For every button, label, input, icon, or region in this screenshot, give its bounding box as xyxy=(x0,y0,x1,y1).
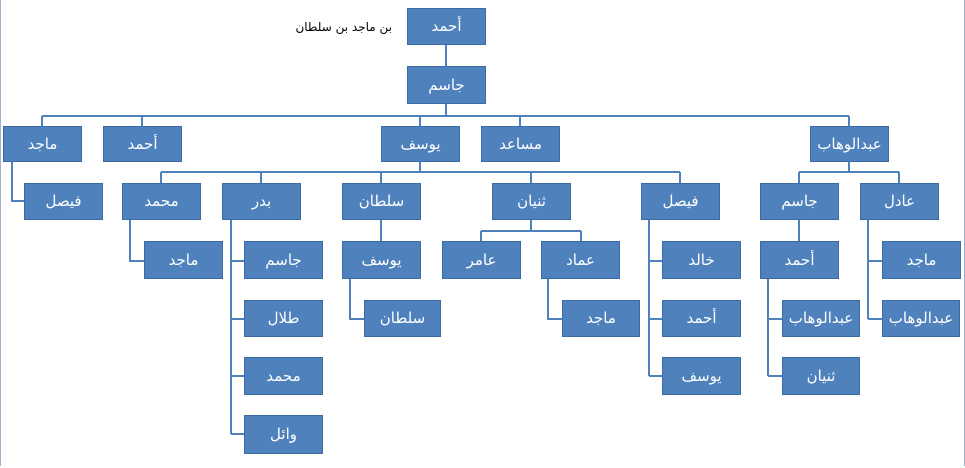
node-abdulwahab-ad[interactable]: عبدالوهاب xyxy=(882,300,960,337)
node-thunayan-aj[interactable]: ثنيان xyxy=(782,357,860,395)
node-mohammed-b[interactable]: محمد xyxy=(244,357,323,395)
connector-emad-majid xyxy=(547,279,562,320)
node-majid-e[interactable]: ماجد xyxy=(562,300,640,337)
node-faisal-y[interactable]: فيصل xyxy=(641,183,720,220)
node-abdulwahab-l1[interactable]: عبدالوهاب xyxy=(810,126,889,162)
node-badr[interactable]: بدر xyxy=(222,183,301,220)
node-talal[interactable]: طلال xyxy=(244,300,323,337)
node-musaid[interactable]: مساعد xyxy=(481,126,560,162)
node-majid-ad[interactable]: ماجد xyxy=(882,241,961,279)
node-emad[interactable]: عماد xyxy=(541,241,620,279)
node-ahmad-root[interactable]: أحمد xyxy=(407,8,486,45)
node-faisal-majid[interactable]: فيصل xyxy=(24,183,103,220)
node-thunayan-y[interactable]: ثنيان xyxy=(492,183,571,220)
node-abdulwahab-aj[interactable]: عبدالوهاب xyxy=(782,300,860,337)
node-yousef-f[interactable]: يوسف xyxy=(662,357,741,395)
node-ahmad-l1[interactable]: أحمد xyxy=(103,126,182,162)
node-ahmad-f[interactable]: أحمد xyxy=(662,300,741,337)
connector-mohammed-majid xyxy=(129,220,144,262)
connector-majid-faisal xyxy=(11,162,24,202)
node-amer[interactable]: عامر xyxy=(442,241,521,279)
connector-yousef-sultan xyxy=(349,279,364,320)
root-caption: بن ماجد بن سلطان xyxy=(295,20,392,34)
node-majid-m[interactable]: ماجد xyxy=(144,241,223,279)
node-jasim[interactable]: جاسم xyxy=(407,66,486,104)
node-mohammed-y[interactable]: محمد xyxy=(122,183,201,220)
node-ahmad-j[interactable]: أحمد xyxy=(760,241,839,279)
node-sultan-s[interactable]: سلطان xyxy=(364,300,441,337)
node-khalid[interactable]: خالد xyxy=(662,241,741,279)
node-sultan-y[interactable]: سلطان xyxy=(342,183,421,220)
node-wael[interactable]: وائل xyxy=(244,415,323,454)
node-yousef-s[interactable]: يوسف xyxy=(342,241,421,279)
node-yousef-l1[interactable]: يوسف xyxy=(381,126,460,162)
node-jasim-b[interactable]: جاسم xyxy=(244,241,323,279)
node-adel[interactable]: عادل xyxy=(860,183,939,220)
node-majid-l1[interactable]: ماجد xyxy=(3,126,82,162)
node-jasim-a[interactable]: جاسم xyxy=(760,183,839,220)
